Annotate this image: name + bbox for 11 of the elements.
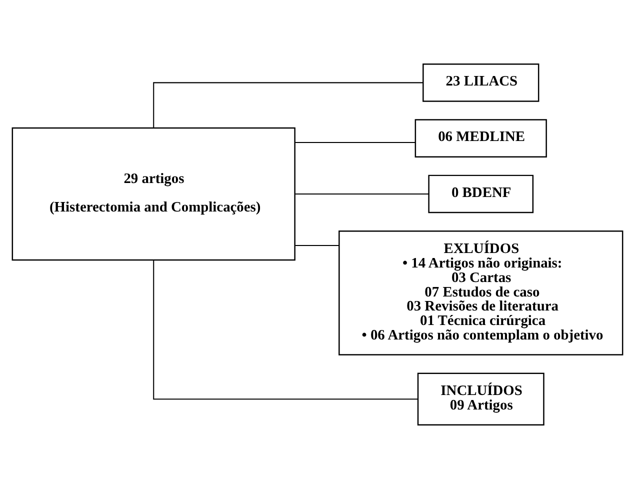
node-box: 23 LILACS xyxy=(422,63,540,102)
connector xyxy=(295,244,340,246)
connector xyxy=(153,260,418,400)
connector xyxy=(295,141,416,142)
node-box: 0 BDENF xyxy=(428,174,534,213)
connector xyxy=(295,192,429,194)
node-box: INCLUÍDOS 09 Artigos xyxy=(417,372,544,425)
node-box: 29 artigos (Histerectomia and Complicações) xyxy=(12,126,296,260)
node-box: 06 MEDLINE xyxy=(414,118,547,157)
connector xyxy=(153,82,424,128)
node-box: EXLUÍDOS • 14 Artigos não originais: 03 Cartas 07 Estudos de caso 03 Revisões de literatura 01 Técnica cirúrgica • 06 Artigos não contemplam o objetivo xyxy=(338,230,624,355)
